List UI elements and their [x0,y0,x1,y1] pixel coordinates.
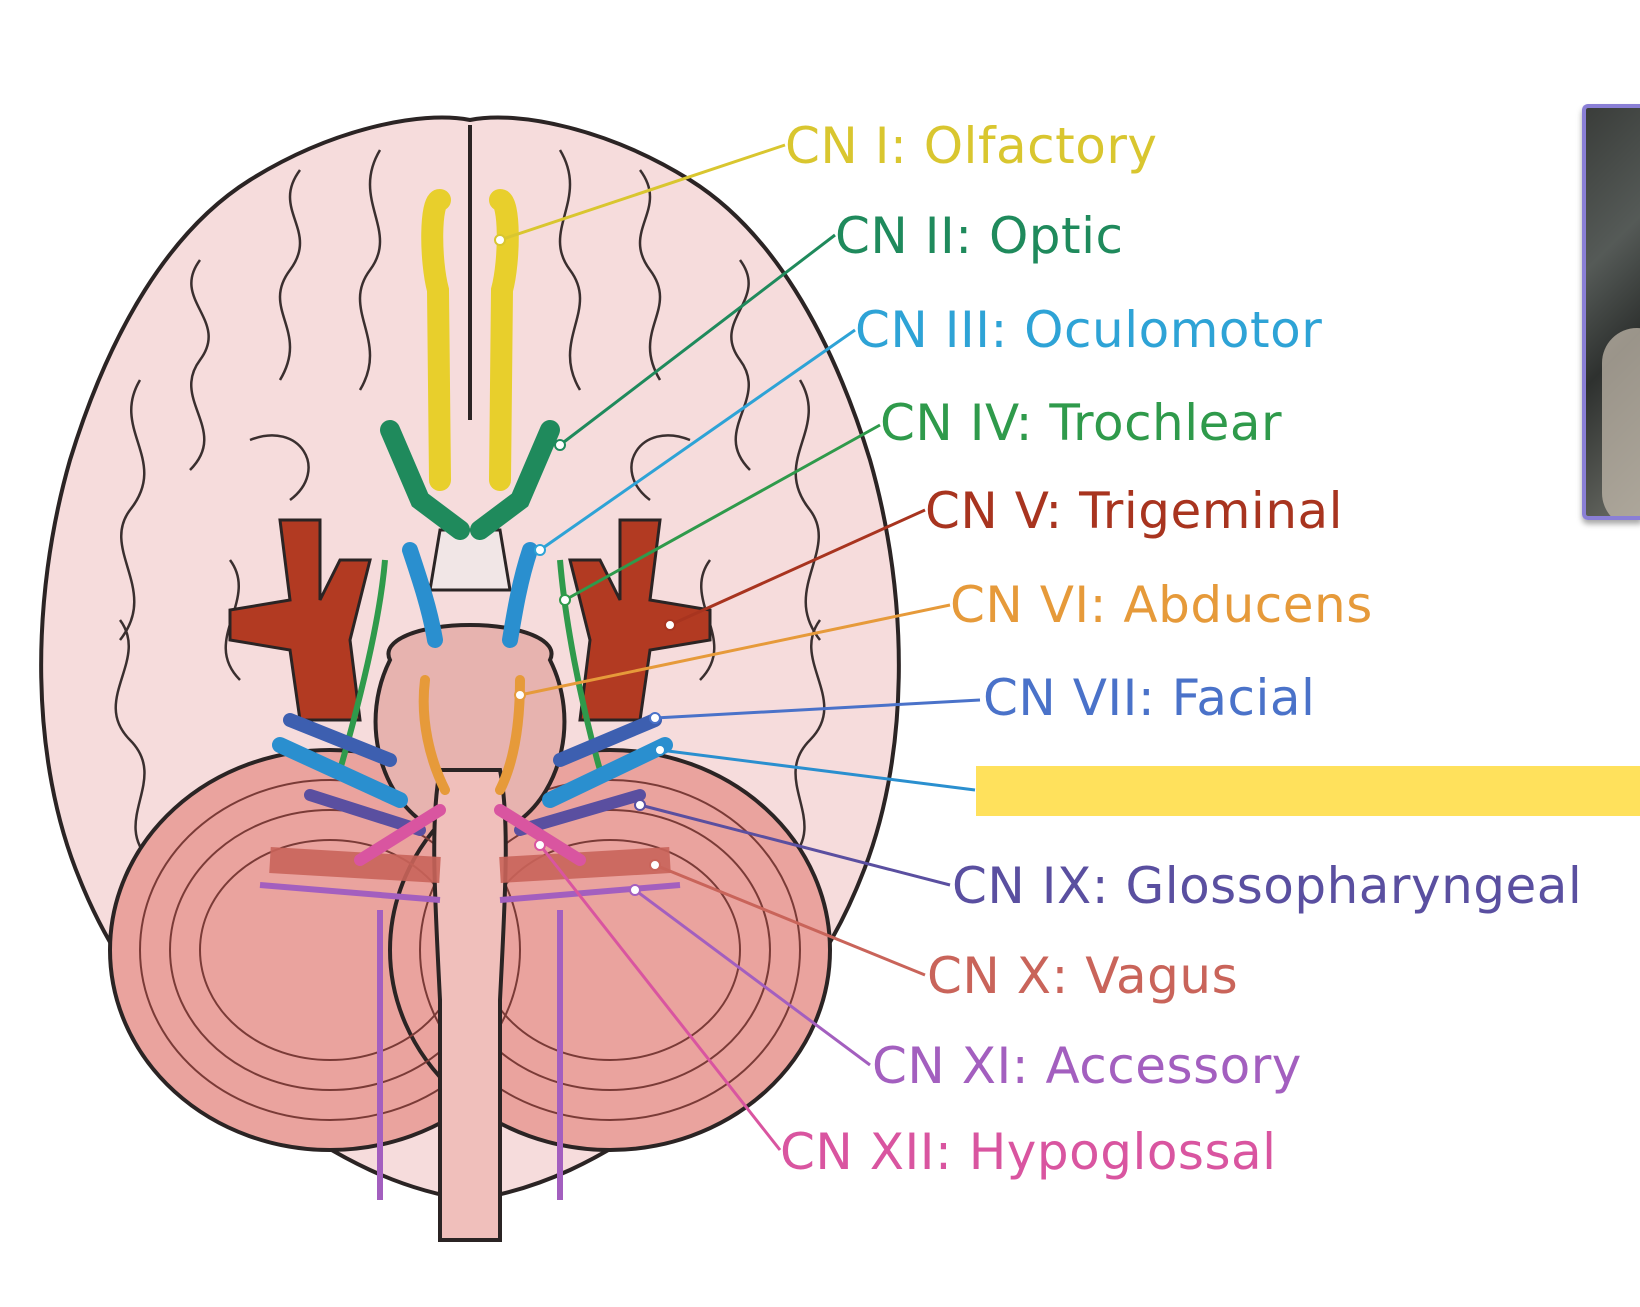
webcam-person [1602,328,1640,516]
optic-nerve [380,420,560,540]
pons [373,622,567,822]
optic-chiasm [428,528,512,592]
label-cn4-trochlear: CN IV: Trochlear [880,394,1283,452]
leader-cn12 [538,844,782,1151]
gyri [114,149,826,861]
leader-cn5 [669,508,926,627]
oculomotor-nerve [402,542,538,648]
leader-cn8 [659,748,976,792]
leader-cn4 [564,423,881,602]
accessory-nerve [259,882,681,1200]
leader-cn6 [519,603,951,697]
label-cn2-optic: CN II: Optic [835,207,1124,265]
leader-cn10 [654,863,926,977]
label-cn7-facial: CN VII: Facial [983,669,1316,727]
leader-cn9 [639,803,951,887]
artery-left [228,518,372,722]
facial-nerve [283,713,662,767]
leader-cn11 [634,888,871,1067]
medulla-spinal-cord [432,768,508,1242]
leader-dots [494,234,676,896]
redaction-highlight [976,766,1640,816]
leader-lines [499,143,981,1151]
artery-right [568,518,712,722]
label-cn6-abducens: CN VI: Abducens [950,576,1373,634]
label-cn5-trigeminal: CN V: Trigeminal [925,482,1344,540]
leader-cn3 [539,328,856,552]
olfactory-left [421,189,451,491]
leader-cn2 [559,233,836,447]
vestibulocochlear-nerve [272,737,673,808]
hypoglossal-nerve [354,804,586,866]
label-cn10-vagus: CN X: Vagus [927,947,1239,1005]
leader-cn1 [499,143,786,242]
webcam-thumbnail [1582,104,1640,520]
glossopharyngeal-nerve [304,789,646,836]
vagus-nerve [269,847,671,883]
leader-cn7 [654,698,981,720]
label-cn1-olfactory: CN I: Olfactory [785,117,1158,175]
label-cn12-hypoglossal: CN XII: Hypoglossal [780,1123,1277,1181]
label-cn9-glossopharyngeal: CN IX: Glossopharyngeal [952,857,1583,915]
label-cn3-oculomotor: CN III: Oculomotor [855,301,1323,359]
label-cn11-accessory: CN XI: Accessory [872,1037,1302,1095]
